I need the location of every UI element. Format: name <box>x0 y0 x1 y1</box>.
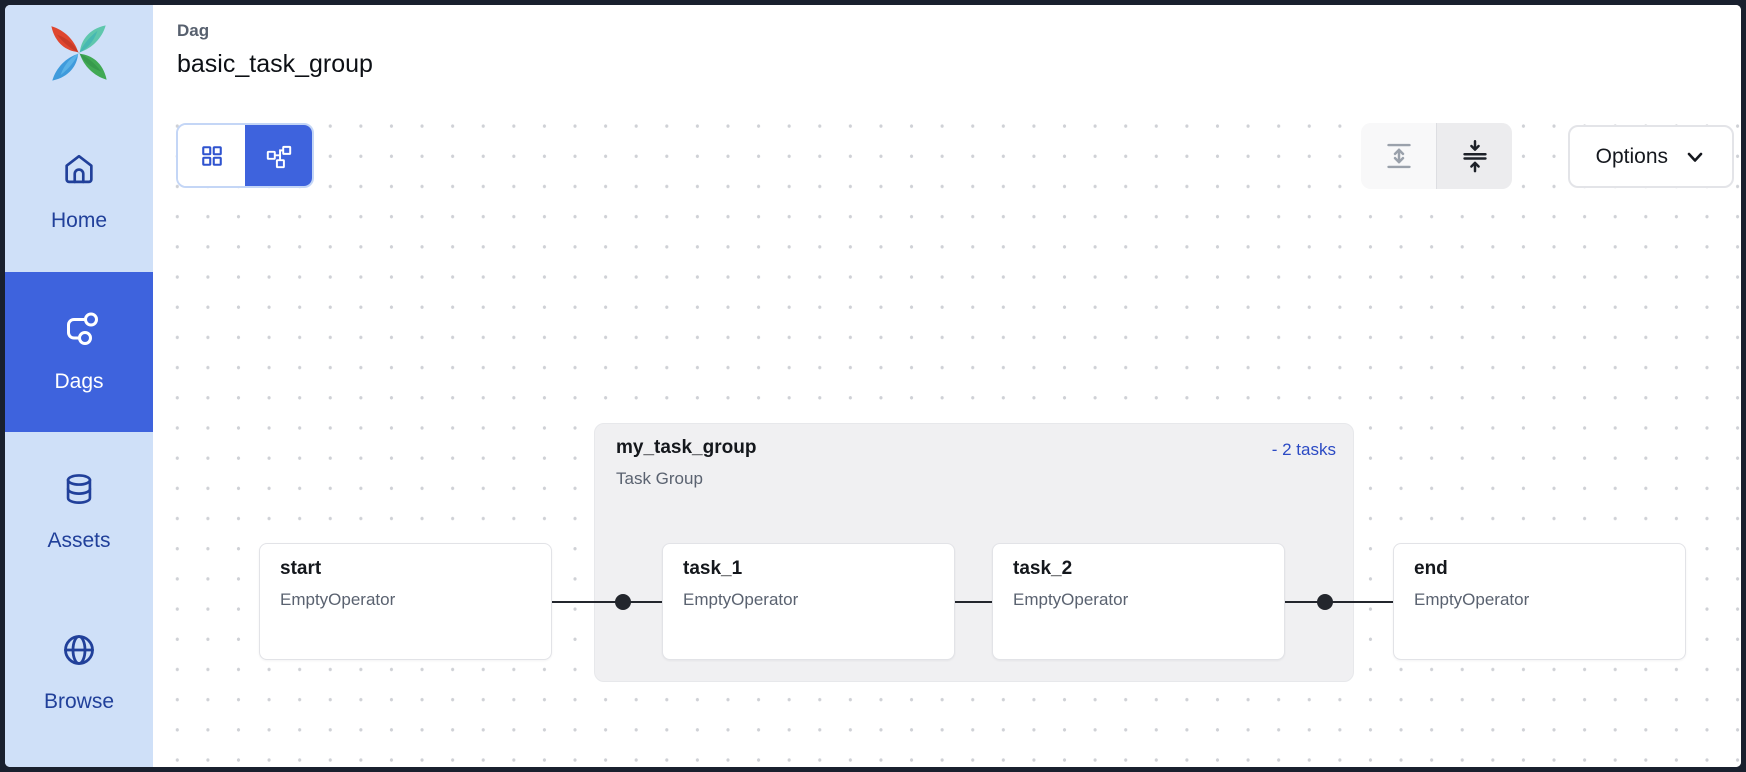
page-header: Dag basic_task_group <box>153 5 1741 105</box>
sidebar: Home Dags Assets <box>5 5 153 767</box>
task-node-title: start <box>280 558 322 579</box>
task-group-collapse-badge[interactable]: - 2 tasks <box>1271 440 1336 459</box>
task-node-task-2[interactable]: task_2 EmptyOperator <box>992 543 1285 660</box>
grid-view-button[interactable] <box>178 125 245 186</box>
database-icon <box>66 474 92 504</box>
task-node-title: task_1 <box>683 558 743 579</box>
edge-junction-dot-right <box>1317 594 1333 610</box>
options-button[interactable]: Options <box>1567 125 1734 188</box>
sidebar-item-browse[interactable]: Browse <box>5 592 153 752</box>
collapse-all-groups-button[interactable] <box>1436 123 1512 189</box>
graph-view-button[interactable] <box>245 125 312 186</box>
task-node-title: end <box>1414 558 1448 579</box>
task-node-operator: EmptyOperator <box>683 589 799 609</box>
expand-all-groups-button[interactable] <box>1361 123 1436 189</box>
task-node-operator: EmptyOperator <box>1013 589 1129 609</box>
edge-task-2-to-end <box>1285 601 1393 603</box>
view-toggle-group <box>176 123 314 188</box>
task-node-start[interactable]: start EmptyOperator <box>259 543 552 660</box>
expand-rows-icon <box>1386 143 1411 169</box>
chevron-down-icon <box>1687 152 1703 162</box>
sidebar-item-label: Home <box>50 209 108 232</box>
sidebar-item-home[interactable]: Home <box>5 112 153 272</box>
graph-view-icon <box>266 145 291 168</box>
page-title: basic_task_group <box>177 50 373 79</box>
task-group-subtitle: Task Group <box>616 469 703 488</box>
grid-view-icon <box>201 145 222 166</box>
sidebar-item-label: Assets <box>47 529 111 552</box>
sidebar-item-dags[interactable]: Dags <box>5 272 153 432</box>
sidebar-item-label: Browse <box>43 690 115 713</box>
task-node-end[interactable]: end EmptyOperator <box>1393 543 1686 660</box>
edge-junction-dot-left <box>615 594 631 610</box>
breadcrumb-dag-label: Dag <box>177 21 210 40</box>
task-node-operator: EmptyOperator <box>280 589 396 609</box>
task-node-task-1[interactable]: task_1 EmptyOperator <box>662 543 955 660</box>
group-expand-collapse-toolbar <box>1361 123 1512 189</box>
airflow-logo-icon[interactable] <box>44 18 114 88</box>
sidebar-item-assets[interactable]: Assets <box>5 432 153 592</box>
task-node-title: task_2 <box>1013 558 1073 579</box>
collapse-rows-icon <box>1462 140 1487 173</box>
task-group-title: my_task_group <box>616 437 757 458</box>
home-icon <box>65 154 93 184</box>
edge-task-1-to-task-2 <box>955 601 992 603</box>
globe-icon <box>64 635 94 665</box>
dag-graph-canvas[interactable]: Options my_task_group Task Group - 2 tas… <box>153 105 1741 767</box>
main-panel: Dag basic_task_group <box>153 5 1741 767</box>
dag-icon <box>67 312 98 345</box>
task-node-operator: EmptyOperator <box>1414 589 1530 609</box>
sidebar-item-label: Dags <box>54 370 104 393</box>
edge-start-to-task-1 <box>552 601 662 603</box>
options-button-label: Options <box>1595 144 1668 168</box>
